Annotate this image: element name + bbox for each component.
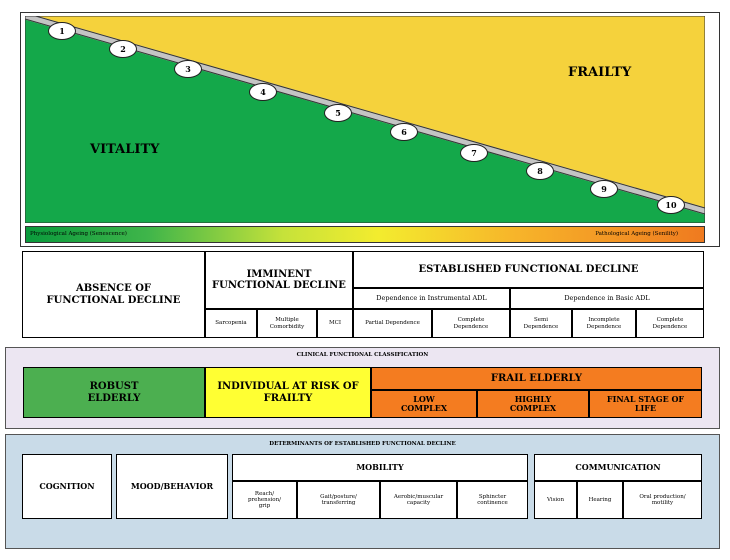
cognition-cell: COGNITION xyxy=(22,454,112,519)
mobility-header: MOBILITY xyxy=(232,454,528,481)
communication-hearing: Hearing xyxy=(577,481,623,519)
mobility-sphincter: Sphincter continence xyxy=(457,481,528,519)
absence-decline-cell: ABSENCE OF FUNCTIONAL DECLINE xyxy=(22,251,205,338)
frail-highly-complex: HIGHLY COMPLEX xyxy=(477,390,589,418)
risk-of-frailty-cell: INDIVIDUAL AT RISK OF FRAILTY xyxy=(205,367,371,418)
step-node-8: 8 xyxy=(526,162,554,180)
communication-oral: Oral production/ motility xyxy=(623,481,702,519)
clinical-classification-title: CLINICAL FUNCTIONAL CLASSIFICATION xyxy=(296,352,429,358)
frail-low-complex: LOW COMPLEX xyxy=(371,390,477,418)
gradient-left-label: Physiological Ageing (Senescence) xyxy=(30,231,127,237)
basic-complete: Complete Dependence xyxy=(636,309,704,338)
step-node-2: 2 xyxy=(109,40,137,58)
basic-incomplete: Incomplete Dependence xyxy=(572,309,636,338)
step-node-5: 5 xyxy=(324,104,352,122)
step-node-4: 4 xyxy=(249,83,277,101)
step-node-1: 1 xyxy=(48,22,76,40)
step-node-9: 9 xyxy=(590,180,618,198)
step-node-3: 3 xyxy=(174,60,202,78)
imminent-sarcopenia: Sarcopenia xyxy=(205,309,257,338)
basic-semi: Semi Dependence xyxy=(510,309,572,338)
communication-header: COMMUNICATION xyxy=(534,454,702,481)
imminent-multiple-comorbidity: Multiple Comorbidity xyxy=(257,309,317,338)
step-node-7: 7 xyxy=(460,144,488,162)
mobility-reach: Reach/ prehension/ grip xyxy=(232,481,297,519)
imminent-decline-header: IMMINENT FUNCTIONAL DECLINE xyxy=(205,251,353,309)
frail-final-stage: FINAL STAGE OF LIFE xyxy=(589,390,702,418)
basic-adl-header: Dependence in Basic ADL xyxy=(510,288,704,309)
step-node-10: 10 xyxy=(657,196,685,214)
mobility-gait: Gait/posture/ transferring xyxy=(297,481,380,519)
frail-elderly-header: FRAIL ELDERLY xyxy=(371,367,702,390)
robust-elderly-cell: ROBUST ELDERLY xyxy=(23,367,205,418)
vitality-label: VITALITY xyxy=(90,142,160,157)
gradient-right-label: Pathological Ageing (Senility) xyxy=(595,231,678,237)
instrumental-partial: Partial Dependence xyxy=(353,309,432,338)
imminent-mci: MCI xyxy=(317,309,353,338)
instrumental-complete: Complete Dependence xyxy=(432,309,510,338)
instrumental-adl-header: Dependence in Instrumental ADL xyxy=(353,288,510,309)
frailty-label: FRAILTY xyxy=(568,65,632,80)
established-decline-header: ESTABLISHED FUNCTIONAL DECLINE xyxy=(353,251,704,288)
communication-vision: Vision xyxy=(534,481,577,519)
mobility-aerobic: Aerobic/muscular capacity xyxy=(380,481,457,519)
step-node-6: 6 xyxy=(390,123,418,141)
mood-behavior-cell: MOOD/BEHAVIOR xyxy=(116,454,228,519)
decline-diagonal xyxy=(25,16,705,215)
senescence-gradient-bar: Physiological Ageing (Senescence) Pathol… xyxy=(25,226,705,243)
determinants-title: DETERMINANTS OF ESTABLISHED FUNCTIONAL D… xyxy=(269,441,456,447)
